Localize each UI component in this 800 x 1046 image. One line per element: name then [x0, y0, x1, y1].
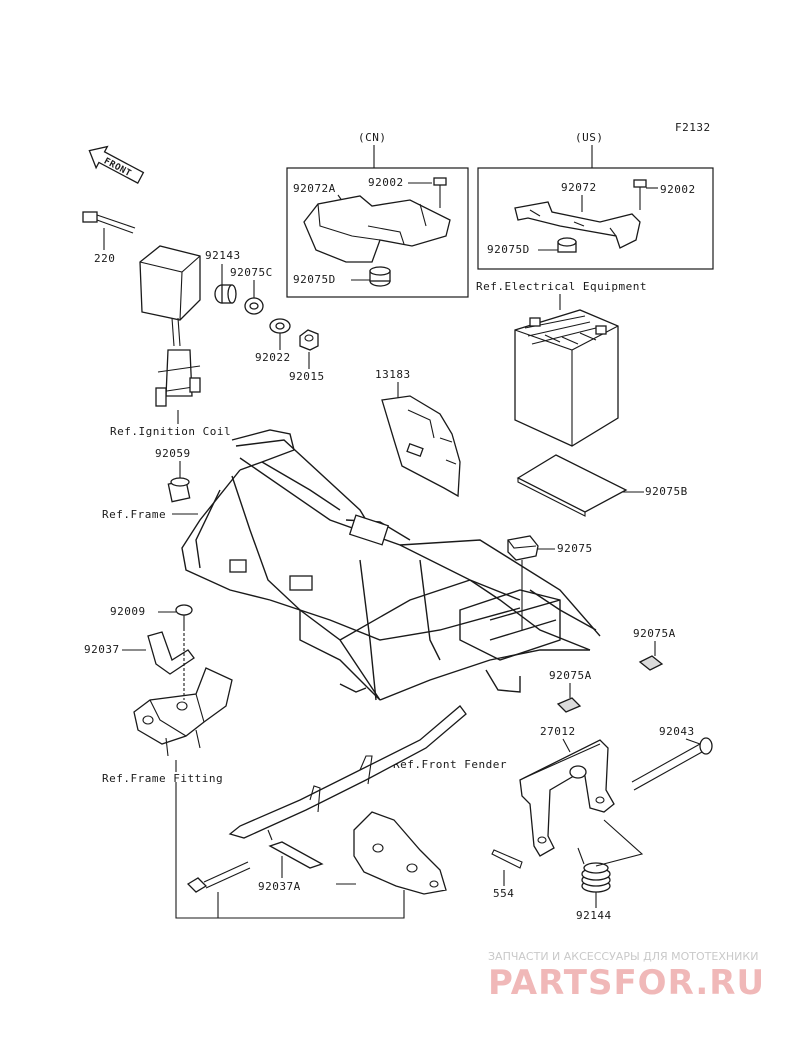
damper-92075c-icon [244, 297, 264, 315]
watermark-tagline: ЗАПЧАСТИ И АКСЕССУАРЫ ДЛЯ МОТОТЕХНИКИ [488, 950, 758, 963]
washer-92022-icon [269, 318, 291, 334]
collar-92143-icon [214, 284, 237, 304]
part-92059: 92059 [155, 447, 191, 460]
pivot-bolt-92043-icon [631, 737, 713, 791]
us-bracket-box [477, 167, 714, 270]
battery-icon [514, 309, 619, 447]
cn-bracket-icon [303, 195, 451, 263]
us-bracket-icon [514, 201, 641, 249]
us-box-label: (US) [575, 131, 604, 144]
part-92075b: 92075B [645, 485, 688, 498]
part-92075c: 92075C [230, 266, 273, 279]
part-92009: 92009 [110, 605, 146, 618]
part-92043: 92043 [659, 725, 695, 738]
mount-plate-icon [353, 811, 447, 895]
part-92015: 92015 [289, 370, 325, 383]
frame-fitting-bracket-icon [133, 667, 233, 757]
ref-ignition-coil: Ref.Ignition Coil [110, 425, 231, 438]
part-92075a-right: 92075A [633, 627, 676, 640]
part-92075a-lower: 92075A [549, 669, 592, 682]
pad-92075a-right-icon [638, 655, 664, 671]
ref-frame: Ref.Frame [102, 508, 166, 521]
part-27012: 27012 [540, 725, 576, 738]
battery-case-plate-icon [381, 395, 461, 498]
part-92144: 92144 [576, 909, 612, 922]
cn-bolt-icon [433, 177, 447, 208]
part-220: 220 [94, 252, 115, 265]
clamp-92037-icon [147, 631, 195, 675]
bolt-92037a-icon [186, 861, 251, 893]
ref-frame-fitting: Ref.Frame Fitting [102, 772, 223, 785]
bolt-92009-icon [175, 604, 193, 628]
bolt-220-icon [82, 211, 136, 234]
part-92143: 92143 [205, 249, 241, 262]
part-92075d-us: 92075D [487, 243, 530, 256]
spacer-92037a-icon [268, 841, 324, 869]
spring-92144-icon [577, 847, 611, 893]
cn-box-label: (CN) [358, 131, 387, 144]
frame-icon [181, 429, 601, 701]
part-92037a: 92037A [258, 880, 301, 893]
part-92075d-cn: 92075D [293, 273, 336, 286]
ignition-coil-icon [139, 245, 201, 407]
stand-lever-icon [519, 739, 615, 857]
ref-electrical: Ref.Electrical Equipment [476, 280, 647, 293]
part-92022: 92022 [255, 351, 291, 364]
part-92072a: 92072A [293, 182, 336, 195]
pad-92075a-lower-icon [556, 697, 582, 713]
part-92002-us: 92002 [660, 183, 696, 196]
us-bolt-icon [633, 179, 647, 210]
watermark-logo: PARTSFOR.RU [488, 963, 765, 1003]
part-92002-cn: 92002 [368, 176, 404, 189]
battery-pad-icon [516, 454, 628, 517]
part-92072: 92072 [561, 181, 597, 194]
nut-92015-icon [299, 329, 319, 351]
part-92075: 92075 [557, 542, 593, 555]
rubber-92059-icon [167, 477, 191, 503]
cotter-pin-554-icon [491, 849, 523, 869]
ref-front-fender: Ref.Front Fender [393, 758, 507, 771]
us-damper-icon [557, 237, 577, 253]
front-fender-bracket-icon [228, 705, 467, 841]
diagram-code: F2132 [675, 121, 711, 134]
cn-damper-icon [369, 266, 391, 287]
part-13183: 13183 [375, 368, 411, 381]
front-arrow-icon: FRONT [88, 145, 145, 185]
part-554: 554 [493, 887, 514, 900]
part-92037: 92037 [84, 643, 120, 656]
rubber-cap-92075-icon [507, 535, 539, 561]
cn-bracket-box [286, 167, 469, 298]
